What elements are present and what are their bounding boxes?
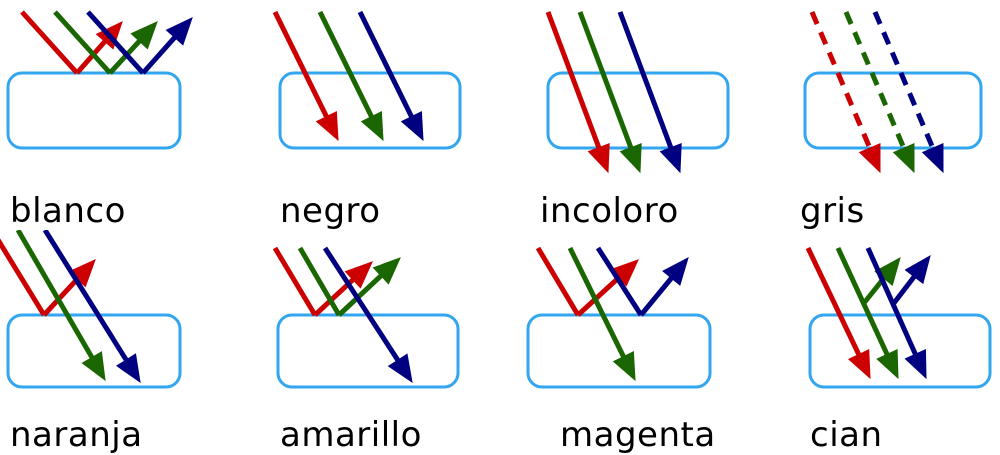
panel-blanco: blanco: [0, 0, 260, 230]
ray-green-incoloro-incoming-arrowhead: [619, 143, 642, 174]
ray-blue-negro-incoming: [357, 10, 418, 126]
ray-blue-incoloro-incoming: [617, 11, 677, 157]
ray-diagram-magenta: [526, 246, 712, 389]
ray-diagram-amarillo: [272, 246, 460, 389]
panel-label-cian: cian: [810, 415, 883, 455]
ray-green-cian-incoming-arrowhead: [876, 349, 899, 380]
ray-red-incoloro-incoming: [545, 11, 605, 157]
panel-gris: gris: [780, 0, 1000, 230]
ray-blue-blanco-incoming: [86, 10, 145, 75]
ray-green-gris-outgoing-arrowhead: [892, 143, 915, 174]
ray-red-negro-incoming: [272, 10, 333, 126]
ray-red-gris-outgoing-arrowhead: [858, 143, 881, 174]
ray-blue-cian-incoming-arrowhead: [904, 349, 927, 380]
ray-green-naranja-incoming: [15, 230, 99, 367]
panel-amarillo: amarillo: [260, 230, 520, 454]
ray-green-naranja-incoming-arrowhead: [81, 351, 106, 382]
object-box-naranja: [6, 313, 182, 389]
ray-red-incoloro-incoming-arrowhead: [587, 143, 610, 174]
ray-blue-gris-outgoing-arrowhead: [921, 143, 944, 174]
ray-blue-cian-outgoing-arrowhead: [904, 254, 931, 285]
ray-red-amarillo-outgoing: [313, 271, 362, 317]
ray-diagram-gris: [803, 11, 983, 174]
ray-diagram-incoloro: [545, 11, 730, 174]
ray-red-gris-incoming: [809, 11, 841, 74]
ray-blue-naranja-incoming: [42, 230, 134, 369]
ray-red-cian-incoming: [805, 246, 865, 364]
ray-blue-naranja-incoming-arrowhead: [115, 353, 141, 384]
ray-red-amarillo-outgoing-arrowhead: [344, 261, 373, 289]
ray-red-amarillo-incoming: [272, 246, 318, 317]
panel-label-amarillo: amarillo: [280, 415, 422, 455]
ray-green-magenta-incoming: [567, 246, 630, 366]
object-box-gris: [803, 71, 983, 150]
ray-blue-magenta-incoming: [595, 246, 644, 317]
ray-diagram-negro: [272, 10, 462, 150]
panel-label-incoloro: incoloro: [540, 191, 679, 231]
ray-green-amarillo-outgoing: [337, 267, 390, 317]
ray-green-negro-incoming-arrowhead: [360, 111, 384, 142]
ray-diagram-naranja: [0, 230, 182, 389]
panel-label-magenta: magenta: [560, 415, 716, 455]
panel-label-negro: negro: [280, 191, 381, 231]
ray-green-magenta-incoming-arrowhead: [612, 351, 636, 382]
panel-label-blanco: blanco: [10, 191, 126, 231]
ray-green-blanco-outgoing-arrowhead: [130, 21, 158, 50]
object-box-amarillo: [276, 313, 460, 389]
ray-blue-amarillo-incoming-arrowhead: [387, 353, 413, 384]
ray-green-negro-incoming: [317, 10, 378, 126]
ray-green-incoloro-incoming: [577, 11, 637, 157]
panel-label-naranja: naranja: [10, 415, 143, 455]
panel-magenta: magenta: [520, 230, 780, 454]
ray-red-gris-outgoing: [835, 72, 876, 158]
object-box-blanco: [6, 71, 182, 150]
ray-red-magenta-incoming: [535, 246, 581, 317]
ray-blue-cian-incoming: [865, 246, 922, 364]
ray-blue-negro-incoming-arrowhead: [400, 111, 424, 142]
ray-blue-magenta-outgoing-arrowhead: [662, 257, 689, 286]
ray-green-blanco-incoming: [53, 10, 112, 75]
ray-blue-incoloro-incoming-arrowhead: [659, 143, 682, 174]
ray-red-blanco-incoming: [20, 10, 79, 75]
ray-green-cian-incoming: [835, 246, 894, 364]
ray-blue-gris-incoming: [872, 11, 904, 74]
ray-green-gris-incoming: [843, 11, 875, 74]
ray-red-cian-incoming-arrowhead: [847, 349, 871, 380]
ray-green-amarillo-outgoing-arrowhead: [372, 257, 401, 285]
panel-cian: cian: [780, 230, 1000, 454]
ray-green-gris-outgoing: [869, 72, 910, 158]
panel-label-gris: gris: [800, 191, 865, 231]
ray-red-negro-incoming-arrowhead: [315, 111, 339, 142]
panel-negro: negro: [260, 0, 520, 230]
ray-green-amarillo-incoming: [297, 246, 342, 317]
ray-diagram-cian: [805, 246, 992, 389]
panel-incoloro: incoloro: [520, 0, 780, 230]
ray-blue-blanco-outgoing-arrowhead: [165, 17, 193, 46]
ray-blue-gris-outgoing: [898, 72, 939, 158]
ray-blue-amarillo-incoming: [322, 246, 405, 370]
panel-naranja: naranja: [0, 230, 260, 454]
ray-diagram-blanco: [6, 10, 193, 150]
ray-red-naranja-incoming: [0, 238, 47, 317]
